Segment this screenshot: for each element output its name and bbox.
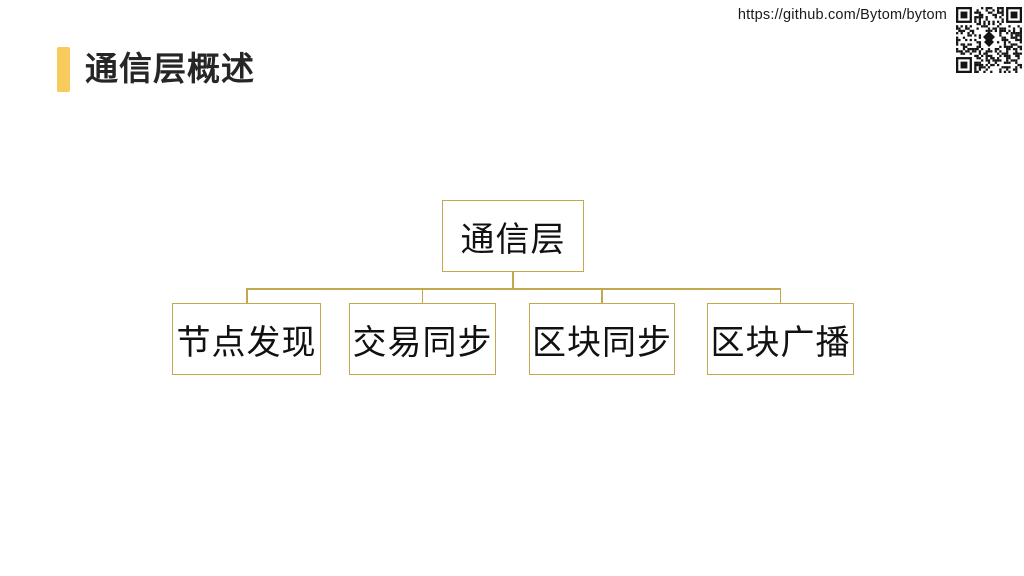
connector-rail	[246, 288, 781, 290]
connector-line-child-3	[601, 288, 603, 303]
title-accent-bar	[57, 47, 70, 92]
page-title: 通信层概述	[85, 50, 255, 87]
diagram-node-tx-sync: 交易同步	[349, 303, 496, 375]
repo-url-text: https://github.com/Bytom/bytom	[737, 7, 947, 23]
diagram-node-block-broadcast: 区块广播	[707, 303, 854, 375]
diagram-node-block-sync: 区块同步	[529, 303, 675, 375]
qr-code-image	[956, 7, 1022, 73]
diagram-node-node-discovery: 节点发现	[172, 303, 321, 375]
connector-line-child-2	[421, 288, 423, 303]
connector-line-child-1	[246, 288, 248, 303]
connector-line-child-4	[779, 288, 781, 303]
diagram-node-root: 通信层	[442, 200, 584, 272]
qr-code	[956, 7, 1022, 73]
connector-line-root	[512, 272, 514, 290]
